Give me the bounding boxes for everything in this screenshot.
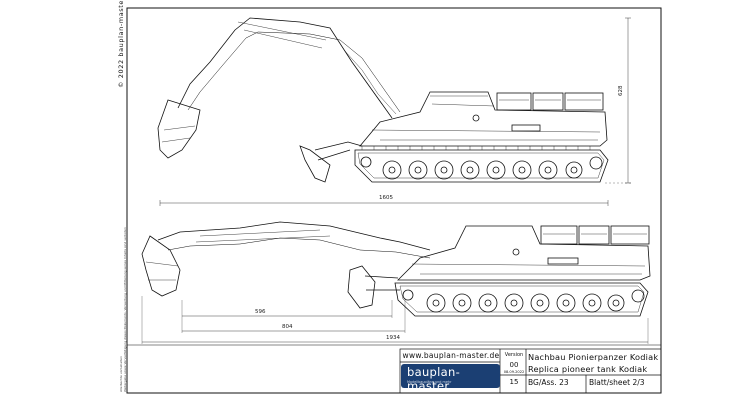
version-number: 00 (509, 361, 519, 369)
dim-bottom-1: 596 (255, 309, 266, 315)
logo-text: bauplan-master (407, 365, 461, 393)
title-german: Nachbau Pionierpanzer Kodiak (528, 352, 659, 362)
tank-side-view-top (157, 17, 631, 206)
dim-bottom-2: 804 (282, 324, 293, 330)
brand-logo: bauplan-master Modellbaupläne und mehr (401, 364, 500, 393)
logo-tagline: Modellbaupläne und mehr (407, 380, 452, 384)
scale-value: 15 (509, 378, 519, 386)
tank-side-view-bottom (141, 221, 651, 344)
sheet-number: Blatt/sheet 2/3 (589, 378, 645, 387)
version-label: Version (504, 352, 524, 358)
dim-bottom-total: 1934 (386, 335, 400, 341)
website-link[interactable]: www.bauplan-master.de (402, 351, 500, 360)
dim-top-length: 1605 (379, 195, 393, 201)
assembly-number: BG/Ass. 23 (528, 378, 569, 387)
outer-frame (126, 7, 662, 394)
version-date: 08.09.2022 (503, 370, 525, 374)
fine-print-legal: Weitergabe sowie Vervielfältigung dieses… (123, 227, 127, 392)
title-english: Replica pioneer tank Kodiak (528, 364, 648, 374)
dim-top-height: 628 (618, 85, 624, 97)
title-block-grid (399, 348, 662, 394)
copyright-note: © 2022 bauplan-master (117, 0, 125, 88)
